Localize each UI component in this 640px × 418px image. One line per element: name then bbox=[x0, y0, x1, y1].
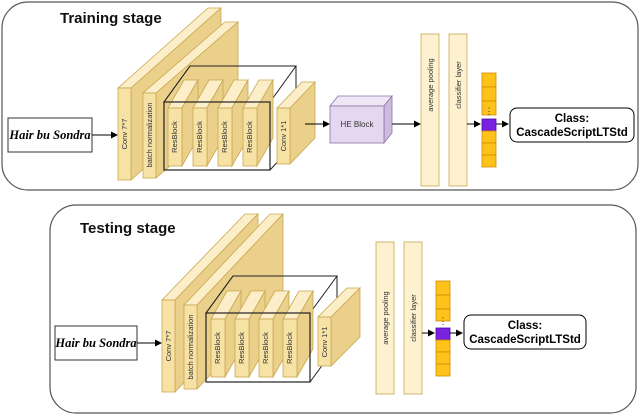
testing-avg-pool-layer: average pooling bbox=[375, 241, 395, 395]
testing-resblock-group: ResBlock ResBlock ResBlock ResBlock bbox=[205, 275, 338, 383]
testing-classifier-label: classifier layer bbox=[409, 294, 418, 342]
training-output-vector: ⋮ bbox=[481, 72, 497, 168]
training-stage-title: Training stage bbox=[60, 10, 162, 27]
testing-stage-panel: Testing stage Hair bu Sondra Conv 7*7 ba… bbox=[49, 204, 637, 414]
training-resblock-4-label: ResBlock bbox=[245, 121, 254, 153]
training-conv7-label: Conv 7*7 bbox=[120, 119, 129, 150]
training-avg-pool-layer: average pooling bbox=[420, 33, 440, 187]
testing-selected-class-cell bbox=[435, 327, 451, 341]
training-batchnorm-label: batch normalization bbox=[145, 102, 154, 167]
testing-conv1-label: Conv 1*1 bbox=[320, 327, 329, 358]
testing-resblock-2-label: ResBlock bbox=[237, 332, 246, 364]
training-avg-pool-label: average pooling bbox=[426, 58, 435, 111]
svg-text:⋮: ⋮ bbox=[485, 106, 494, 116]
testing-input-text: Hair bu Sondra bbox=[54, 336, 136, 350]
training-panel-frame bbox=[1, 1, 639, 191]
training-class-value: CascadeScriptLTStd bbox=[516, 127, 628, 139]
testing-resblock-4-label: ResBlock bbox=[285, 332, 294, 364]
training-he-block: HE Block bbox=[329, 94, 393, 145]
training-resblock-3-label: ResBlock bbox=[220, 121, 229, 153]
training-conv1-label: Conv 1*1 bbox=[279, 121, 288, 152]
training-he-label: HE Block bbox=[341, 120, 375, 129]
svg-text:⋮: ⋮ bbox=[439, 316, 448, 326]
training-classifier-label: classifier layer bbox=[454, 61, 463, 109]
training-input-image: Hair bu Sondra bbox=[7, 117, 93, 153]
testing-input-image: Hair bu Sondra bbox=[54, 325, 138, 361]
testing-output-vector: ⋮ bbox=[435, 280, 451, 377]
training-conv1-layer: Conv 1*1 bbox=[276, 81, 316, 165]
training-selected-class-cell bbox=[481, 118, 497, 132]
testing-conv1-layer: Conv 1*1 bbox=[317, 287, 361, 367]
training-class-label: Class: bbox=[555, 113, 590, 125]
testing-classifier-layer: classifier layer bbox=[403, 241, 423, 395]
training-classifier-layer: classifier layer bbox=[448, 33, 468, 187]
testing-class-value: CascadeScriptLTStd bbox=[469, 334, 581, 346]
testing-avg-pool-label: average pooling bbox=[381, 291, 390, 344]
testing-batchnorm-label: batch normalization bbox=[186, 314, 195, 379]
testing-stage-title: Testing stage bbox=[80, 220, 176, 237]
training-resblock-1-label: ResBlock bbox=[170, 121, 179, 153]
testing-resblock-1-label: ResBlock bbox=[213, 332, 222, 364]
testing-conv7-label: Conv 7*7 bbox=[164, 331, 173, 362]
testing-resblock-3-label: ResBlock bbox=[261, 332, 270, 364]
testing-class-output: Class: CascadeScriptLTStd bbox=[463, 314, 587, 350]
training-stage-panel: Training stage Hair bu Sondra Conv 7*7 b… bbox=[1, 1, 639, 191]
training-resblock-2-label: ResBlock bbox=[195, 121, 204, 153]
testing-class-label: Class: bbox=[508, 320, 543, 332]
training-class-output: Class: CascadeScriptLTStd bbox=[509, 107, 635, 143]
training-input-text: Hair bu Sondra bbox=[8, 128, 90, 142]
